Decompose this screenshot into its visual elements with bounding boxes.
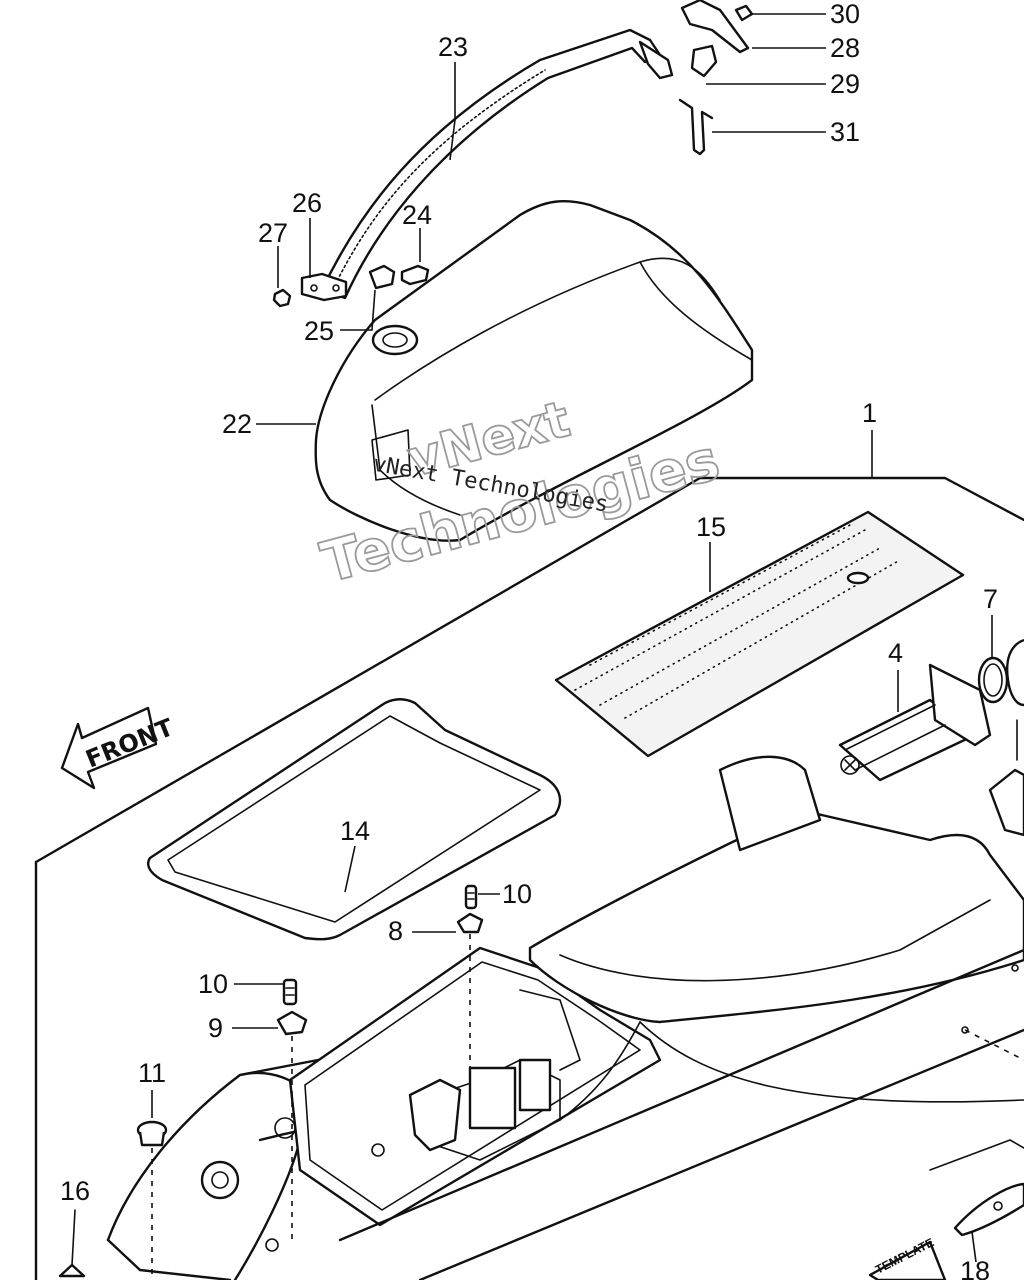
- callout-15: 15: [696, 512, 726, 542]
- bolt-part-10-lower: [282, 978, 298, 1006]
- part-16: [58, 1209, 86, 1278]
- hood-cover-part-22: [314, 199, 754, 542]
- callout-18: 18: [960, 1256, 990, 1280]
- engine-bay: [288, 946, 662, 1227]
- deck-seat: [528, 755, 1024, 1121]
- edge-part-box: [988, 719, 1024, 837]
- callout-1: 1: [862, 398, 877, 428]
- callout-29: 29: [830, 69, 860, 99]
- callout-7: 7: [983, 584, 998, 614]
- callout-30: 30: [830, 0, 860, 29]
- pin-part-31: [678, 98, 714, 156]
- clip-part-28: [680, 0, 750, 54]
- hull-side: [338, 948, 1024, 1280]
- bolt-part-10-upper: [464, 884, 478, 910]
- callout-24: 24: [402, 200, 432, 230]
- callout-labels: 1 4 7 8 9 10 10 11 14 15 16 18 22 23 24 …: [60, 0, 998, 1280]
- callout-8: 8: [388, 916, 403, 946]
- nut-part-27: [272, 288, 292, 308]
- callout-9: 9: [208, 1013, 223, 1043]
- callout-31: 31: [830, 117, 860, 147]
- front-arrow: FRONT: [60, 706, 178, 790]
- ring-part-7: [977, 638, 1024, 707]
- callout-14: 14: [340, 816, 370, 846]
- callout-22: 22: [222, 409, 252, 439]
- callout-27: 27: [258, 218, 288, 248]
- handle-pole-part-23: [320, 28, 674, 300]
- duct-part-4: [838, 663, 992, 782]
- leader-lines: [151, 13, 993, 1263]
- bracket-part-26: [300, 272, 348, 302]
- grommet-part-11: [136, 1120, 168, 1275]
- callout-10-upper: 10: [502, 879, 532, 909]
- callout-4: 4: [888, 638, 903, 668]
- clip-part-8: [456, 912, 484, 1075]
- callout-23: 23: [438, 32, 468, 62]
- callout-25: 25: [304, 316, 334, 346]
- bolt-part-24: [400, 264, 430, 286]
- template-plate: TEMPLATE: [868, 1235, 947, 1280]
- screw-part-30: [734, 4, 754, 22]
- callout-10-lower: 10: [198, 969, 228, 999]
- callout-16: 16: [60, 1176, 90, 1206]
- mat-part-15: [554, 510, 965, 758]
- callout-26: 26: [292, 188, 322, 218]
- cap-part-29: [690, 44, 718, 78]
- callout-11: 11: [138, 1058, 166, 1088]
- nut-part-9: [276, 1010, 308, 1240]
- decal-part-18: [953, 1182, 1024, 1237]
- callout-28: 28: [830, 33, 860, 63]
- plate-part-25: [368, 264, 396, 290]
- gasket-part-14: [147, 698, 562, 941]
